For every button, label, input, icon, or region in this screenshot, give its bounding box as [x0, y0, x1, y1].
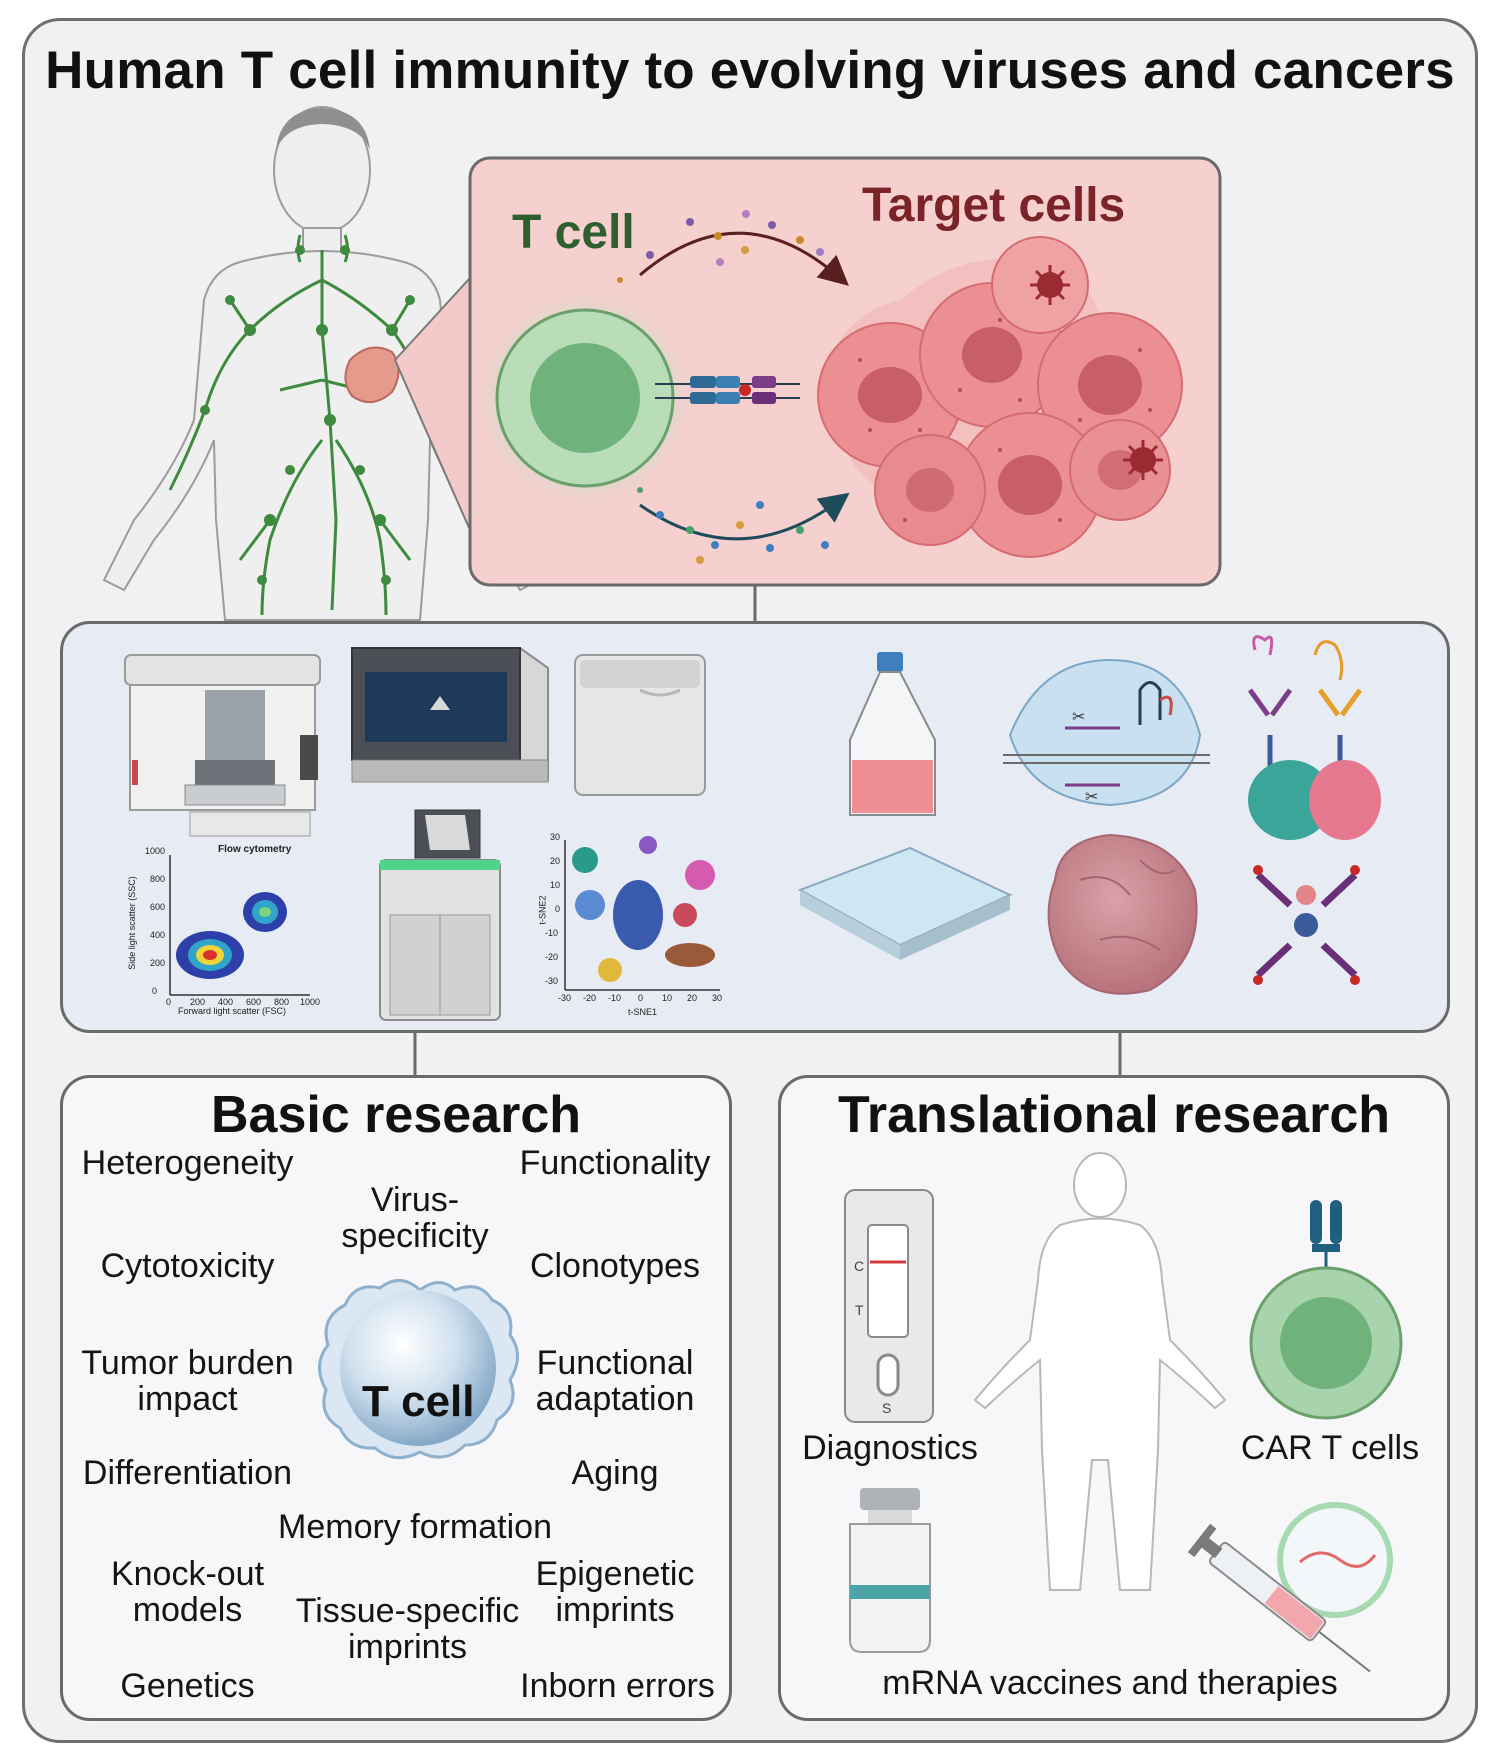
spatial-analyzer-icon — [379, 809, 501, 1021]
tsne-ytick: -20 — [545, 952, 559, 962]
term-aging: Aging — [571, 1454, 659, 1492]
term-functionality: Functionality — [519, 1144, 711, 1182]
term-functional-adaptation: Functional adaptation — [535, 1344, 695, 1418]
virus-icon-1 — [1030, 265, 1070, 305]
term-genetics: Genetics — [120, 1667, 255, 1705]
flow-xtick: 1000 — [300, 997, 321, 1007]
antibody-binding-icon — [1247, 635, 1381, 840]
flow-plot-title: Flow cytometry — [218, 844, 292, 855]
flow-plot-xlabel: Forward light scatter (FSC) — [178, 1006, 287, 1016]
tsne-ytick: 10 — [550, 880, 561, 890]
flow-xtick: 400 — [218, 997, 234, 1007]
term-cytotoxicity: Cytotoxicity — [100, 1247, 275, 1285]
cytokine-arrow-bottom — [639, 492, 850, 541]
flow-ytick: 0 — [152, 986, 158, 996]
diagnostic-test-strip-icon — [844, 1189, 934, 1423]
figure-title: Human T cell immunity to evolving viruse… — [45, 41, 1455, 100]
flow-ytick: 600 — [150, 902, 166, 912]
tsne-xtick: 10 — [662, 993, 673, 1003]
car-t-cell-icon — [1249, 1200, 1403, 1420]
tsne-xtick: 20 — [687, 993, 698, 1003]
svg-text:✂: ✂ — [1085, 789, 1098, 806]
tsne-ytick: 30 — [550, 832, 561, 842]
organoid-icon — [1047, 833, 1198, 995]
term-tissue-specific-imprints: Tissue-specific imprints — [295, 1592, 520, 1666]
tsne-ytick: 0 — [555, 904, 561, 914]
label-mrna-vaccines: mRNA vaccines and therapies — [882, 1664, 1338, 1702]
t-cell-graphic — [470, 283, 700, 513]
crispr-editing-icon: ✂ ✂ — [1003, 658, 1210, 807]
flow-xtick: 800 — [274, 997, 290, 1007]
flow-xtick: 600 — [246, 997, 262, 1007]
human-silhouette-icon — [973, 1152, 1227, 1591]
translational-research-title: Translational research — [837, 1086, 1391, 1144]
cytokine-dots — [617, 210, 829, 564]
label-car-t-cells: CAR T cells — [1240, 1429, 1420, 1467]
flow-ytick: 400 — [150, 930, 166, 940]
term-epigenetic-imprints: Epigenetic imprints — [535, 1555, 695, 1629]
tsne-xtick: -10 — [608, 993, 622, 1003]
tsne-plot — [564, 836, 720, 991]
target-cells-cluster — [817, 236, 1183, 558]
flow-xtick: 0 — [166, 997, 172, 1007]
term-inborn-errors: Inborn errors — [520, 1667, 715, 1705]
strip-letter-t: T — [855, 1302, 864, 1318]
term-clonotypes: Clonotypes — [529, 1247, 701, 1285]
term-virus-specificity: Virus- specificity — [341, 1181, 489, 1255]
syringe-mrna-icon — [1187, 1502, 1393, 1673]
strip-letter-s: S — [882, 1400, 892, 1416]
term-tumor-burden: Tumor burden impact — [81, 1344, 294, 1418]
label-diagnostics: Diagnostics — [802, 1429, 978, 1467]
flow-cytometry-plot — [169, 855, 310, 996]
tsne-xlabel: t-SNE1 — [628, 1007, 658, 1017]
flow-ytick: 1000 — [145, 846, 166, 856]
cytometer-instrument-icon — [124, 654, 321, 837]
flow-xtick: 200 — [190, 997, 206, 1007]
t-cell-label: T cell — [512, 206, 635, 259]
term-knockout-models: Knock-out models — [110, 1555, 265, 1629]
term-differentiation: Differentiation — [82, 1454, 293, 1492]
tsne-ytick: -30 — [545, 976, 559, 986]
basic-research-title: Basic research — [210, 1086, 582, 1144]
strip-letter-c: C — [854, 1258, 865, 1274]
sequencer-instrument-icon — [351, 647, 549, 783]
culture-flask-icon — [849, 652, 936, 816]
tsne-xtick: 30 — [712, 993, 723, 1003]
term-memory-formation: Memory formation — [278, 1508, 552, 1546]
target-cells-label: Target cells — [862, 179, 1126, 232]
tsne-xtick: -20 — [583, 993, 597, 1003]
tsne-ytick: 20 — [550, 856, 561, 866]
t-cell-sphere — [318, 1279, 519, 1460]
thermocycler-icon — [574, 654, 706, 796]
tsne-xtick: 0 — [638, 993, 644, 1003]
tsne-ytick: -10 — [545, 928, 559, 938]
vaccine-vial-icon — [849, 1488, 931, 1653]
virus-icon-2 — [1123, 440, 1163, 480]
tetramer-icon — [1253, 865, 1360, 985]
svg-text:✂: ✂ — [1072, 709, 1085, 726]
flow-ytick: 800 — [150, 874, 166, 884]
tsne-xtick: -30 — [558, 993, 572, 1003]
well-plate-icon — [797, 846, 1013, 960]
flow-ytick: 200 — [150, 958, 166, 968]
tcr-mhc-synapse — [655, 376, 800, 404]
basic-t-cell-label: T cell — [362, 1377, 475, 1426]
term-heterogeneity: Heterogeneity — [81, 1144, 294, 1182]
cytokine-arrow-top — [639, 231, 850, 286]
